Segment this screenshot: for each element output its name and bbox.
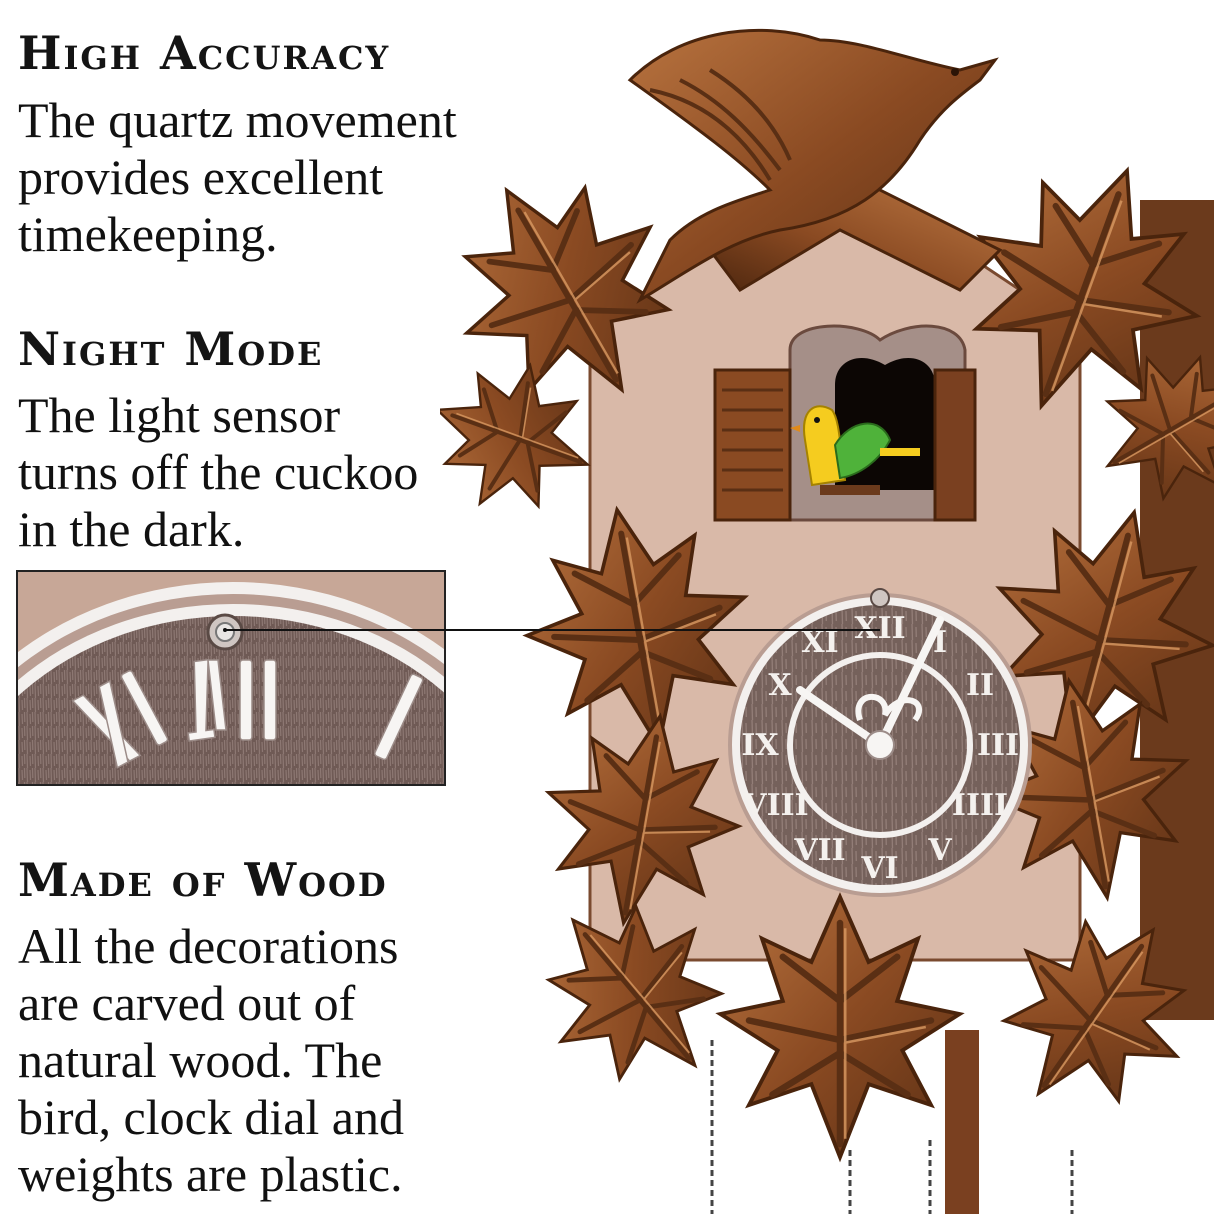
svg-text:IX: IX xyxy=(741,728,779,763)
heading-made-of-wood: Made of Wood xyxy=(18,853,388,907)
svg-text:X: X xyxy=(768,668,792,703)
text-line: The quartz movement xyxy=(18,92,457,148)
text-high-accuracy: The quartz movement provides excellent t… xyxy=(18,92,457,263)
text-line: in the dark. xyxy=(18,501,245,557)
text-line: timekeeping. xyxy=(18,206,278,262)
svg-text:VII: VII xyxy=(793,833,845,868)
cuckoo-clock-photo: XII I II III IIII V VI VII VIII IX X XI xyxy=(440,0,1214,1214)
svg-text:XII: XII xyxy=(854,611,905,646)
clock-dial: XII I II III IIII V VI VII VIII IX X XI xyxy=(728,588,1032,897)
svg-text:IIII: IIII xyxy=(952,788,1008,823)
text-line: natural wood. The xyxy=(18,1032,383,1088)
text-line: The light sensor xyxy=(18,387,341,443)
cuckoo-bird-icon xyxy=(790,405,920,495)
heading-night-mode: Night Mode xyxy=(18,322,324,376)
text-line: turns off the cuckoo xyxy=(18,444,419,500)
closeup-photo xyxy=(18,572,444,784)
svg-text:II: II xyxy=(966,668,994,703)
text-night-mode: The light sensor turns off the cuckoo in… xyxy=(18,387,418,558)
text-line: weights are plastic. xyxy=(18,1146,403,1202)
text-made-of-wood: All the decorations are carved out of na… xyxy=(18,918,404,1203)
heading-high-accuracy: High Accuracy xyxy=(18,26,391,80)
cuckoo-clock-illustration: XII I II III IIII V VI VII VIII IX X XI xyxy=(440,28,1214,1214)
svg-text:V: V xyxy=(927,833,952,868)
light-sensor-dot-icon xyxy=(870,588,890,608)
svg-text:VI: VI xyxy=(860,851,898,886)
text-line: All the decorations xyxy=(18,918,399,974)
text-line: provides excellent xyxy=(18,149,384,205)
svg-text:III: III xyxy=(977,728,1019,763)
text-line: are carved out of xyxy=(18,975,356,1031)
light-sensor-closeup xyxy=(16,570,446,786)
text-line: bird, clock dial and xyxy=(18,1089,404,1145)
carved-bird xyxy=(627,28,999,304)
svg-text:VIII: VIII xyxy=(742,788,808,823)
svg-text:XI: XI xyxy=(801,625,838,660)
